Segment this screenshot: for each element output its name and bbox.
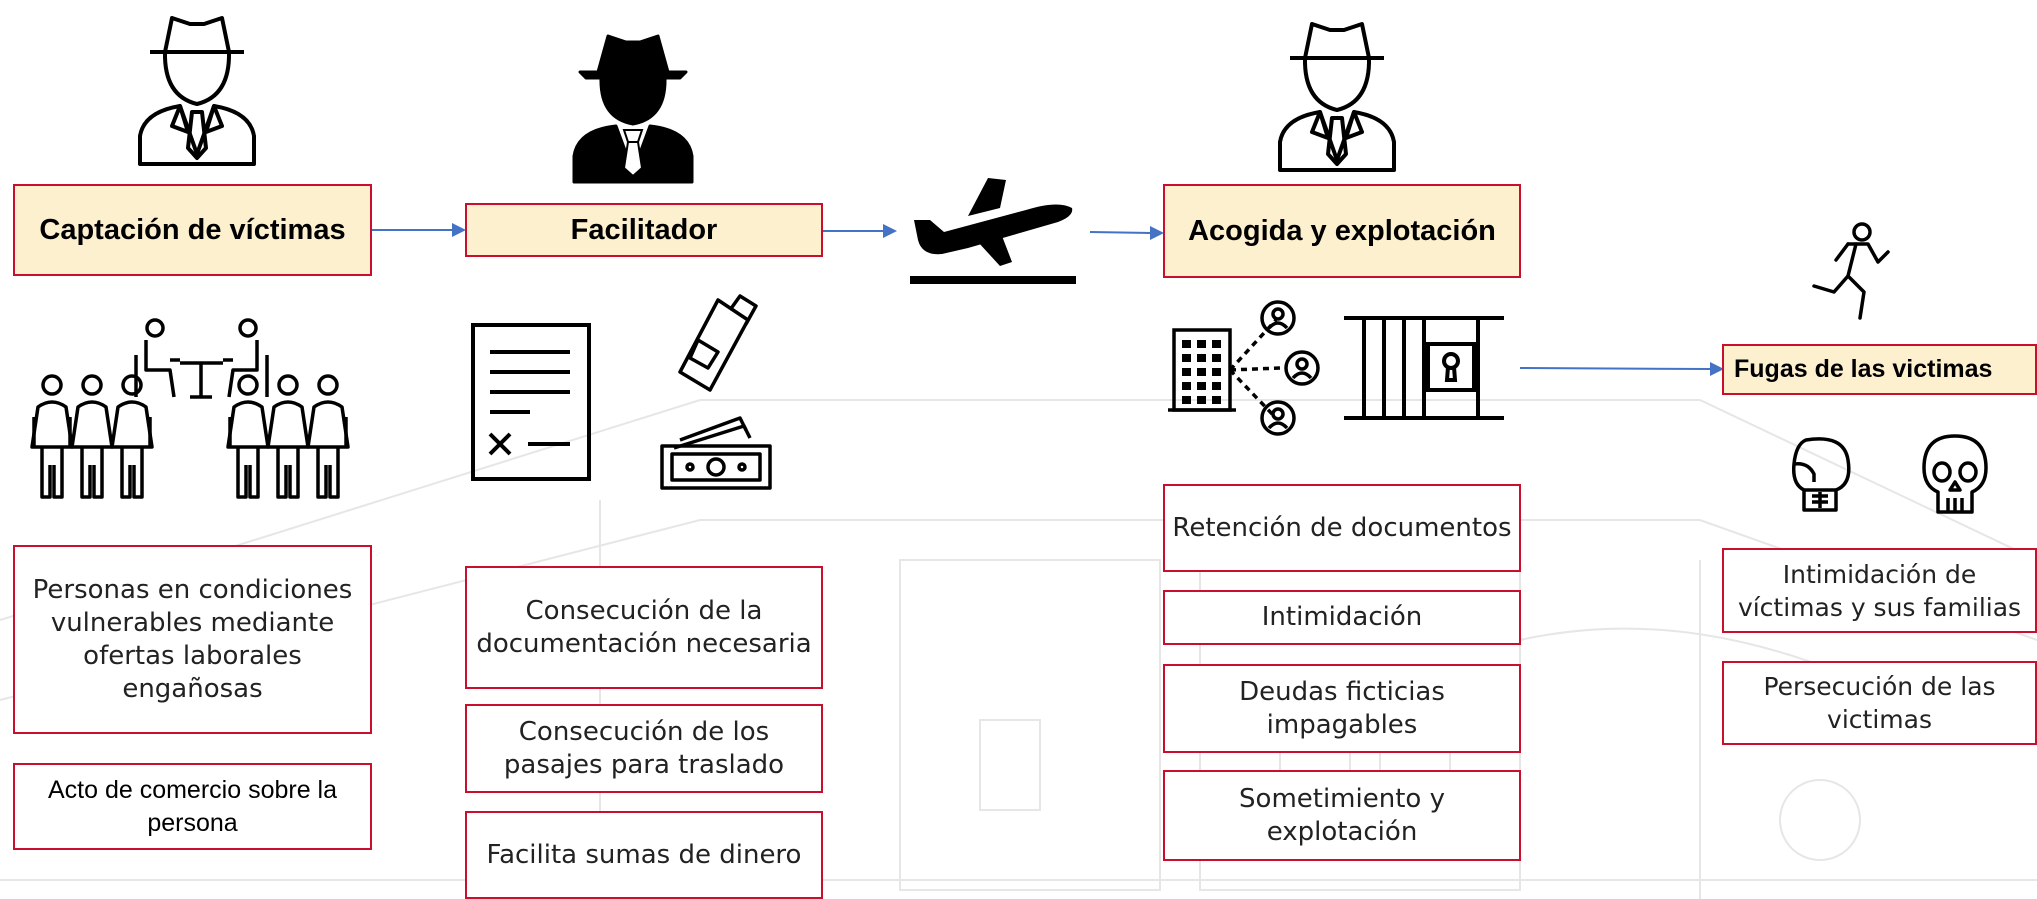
flow-arrow [1090, 226, 1164, 240]
jail-icon [1344, 316, 1504, 420]
stage-item: Consecución de la documentación necesari… [465, 566, 823, 689]
stage-item: Deudas ficticias impagables [1163, 664, 1521, 753]
stage-header: Facilitador [465, 203, 823, 257]
stage-item: Consecución de los pasajes para traslado [465, 704, 823, 793]
flow-arrow [823, 224, 897, 238]
stage-item: Intimidación de víctimas y sus familias [1722, 548, 2037, 633]
stage-item: Persecución de las victimas [1722, 661, 2037, 745]
airplane-takeoff-icon [910, 178, 1076, 284]
stage-item: Retención de documentos [1163, 484, 1521, 572]
stage-item: Sometimiento y explotación [1163, 770, 1521, 861]
meeting-crowd-icon [30, 318, 350, 499]
stage-title: Captación de víctimas [39, 213, 346, 246]
stage-title: Facilitador [570, 213, 718, 246]
building-network-icon [1168, 300, 1320, 436]
stage-item: Facilita sumas de dinero [465, 811, 823, 899]
running-person-icon [1812, 222, 1890, 320]
stage-item: Acto de comercio sobre la persona [13, 763, 372, 850]
boxing-glove-icon [1791, 437, 1851, 512]
document-icon [471, 323, 591, 481]
agent-outline-icon [1278, 22, 1396, 172]
flow-arrow [372, 223, 466, 237]
flow-arrow [1520, 362, 1724, 376]
agent-outline-icon [138, 16, 256, 166]
agent-filled-icon [572, 34, 694, 184]
stage-title: Acogida y explotación [1188, 214, 1496, 247]
stage-header: Acogida y explotación [1163, 184, 1521, 278]
cash-icon [660, 294, 772, 490]
stage-item: Personas en condiciones vulnerables medi… [13, 545, 372, 734]
stage-item: Intimidación [1163, 590, 1521, 645]
skull-icon [1922, 434, 1988, 514]
stage-header: Fugas de las victimas [1722, 344, 2037, 395]
stage-header: Captación de víctimas [13, 184, 372, 276]
stage-title: Fugas de las victimas [1734, 355, 1993, 383]
